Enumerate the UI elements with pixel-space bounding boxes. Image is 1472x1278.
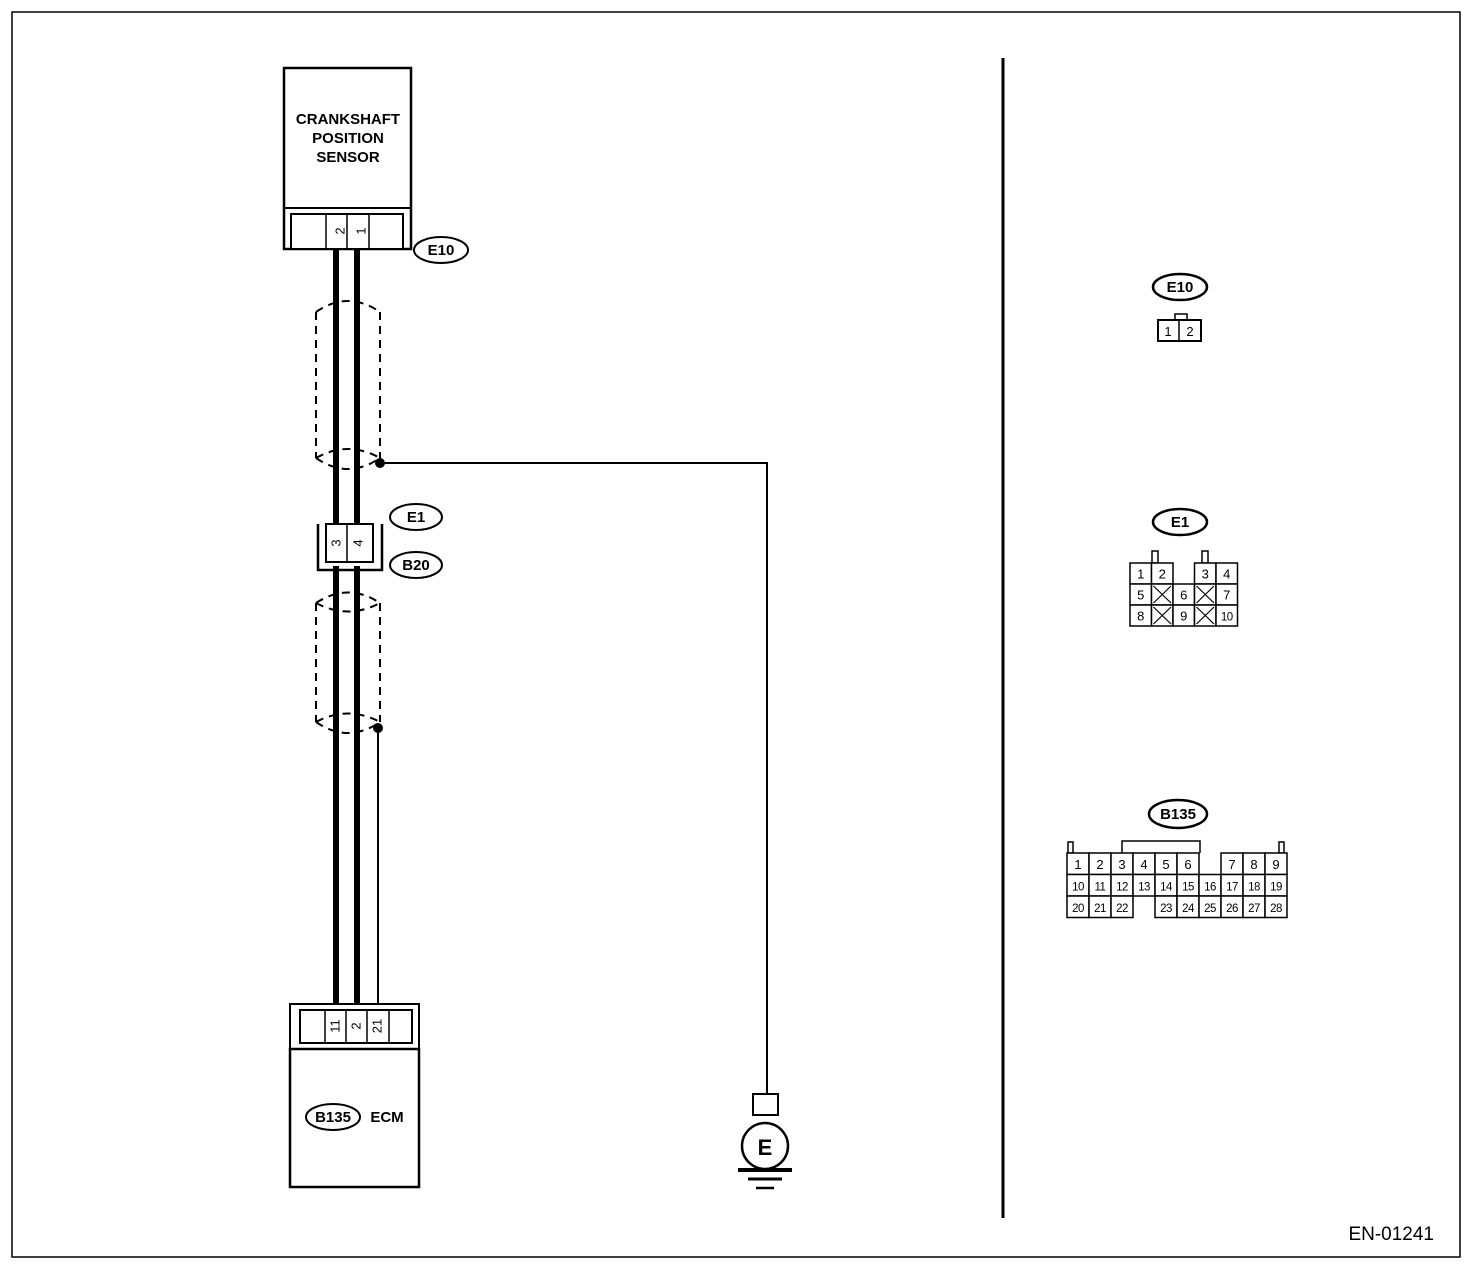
- connector-pin-label: 15: [1182, 881, 1194, 893]
- connector-pin-label: 20: [1072, 903, 1084, 915]
- connector-pin-label: 27: [1248, 903, 1260, 915]
- connector-cell: [1110, 895, 1134, 919]
- connector-pin-label: 4: [1140, 857, 1147, 872]
- connector-pin-label: 8: [1250, 857, 1257, 872]
- connector-pin-label: 24: [1182, 903, 1195, 915]
- connector-pin-label: 17: [1226, 881, 1238, 893]
- connector-pin-label: 11: [1095, 881, 1106, 893]
- connector-pin-label: 3: [1118, 857, 1125, 872]
- connector-pin-label: 10: [1072, 881, 1084, 893]
- connector-pin-label: 3: [1202, 567, 1209, 582]
- ecm-pin-2: 2: [348, 1022, 363, 1029]
- connector-cell: [1215, 604, 1239, 627]
- connector-pin-label: 19: [1270, 881, 1282, 893]
- svg-text:E1: E1: [407, 509, 425, 526]
- svg-text:B20: B20: [402, 557, 430, 574]
- ecm-pin-11: 11: [327, 1019, 342, 1033]
- connector-pin-label: 16: [1204, 881, 1216, 893]
- crankshaft-position-sensor: CRANKSHAFT POSITION SENSOR 2 1: [282, 66, 413, 251]
- shield-ground-splice-upper: [375, 458, 385, 468]
- connector-pin-label: 5: [1137, 588, 1144, 603]
- connector-pin-label: 2: [1096, 857, 1103, 872]
- connector-pin-label: 7: [1228, 857, 1235, 872]
- connector-pin-label: 13: [1138, 881, 1150, 893]
- connector-pin-label: 6: [1180, 588, 1187, 603]
- connector-pin-label: 22: [1116, 903, 1128, 915]
- svg-text:E1: E1: [1171, 514, 1189, 531]
- connector-pin-label: 1: [1137, 567, 1144, 582]
- harness-wires: [333, 249, 768, 1093]
- connector-pin-label: 5: [1162, 857, 1169, 872]
- svg-text:2: 2: [1186, 324, 1193, 339]
- connector-pin-label: 12: [1116, 881, 1128, 893]
- connector-pin-label: 2: [1159, 567, 1166, 582]
- connector-pin-label: 23: [1160, 903, 1172, 915]
- connector-pin-label: 28: [1270, 903, 1282, 915]
- diagram-frame: [11, 11, 1461, 1258]
- sensor-label-line-2: POSITION: [312, 130, 384, 147]
- ground-symbol: E: [738, 1093, 792, 1190]
- connector-pin-label: 9: [1272, 857, 1279, 872]
- connector-pin-label: 1: [1074, 857, 1081, 872]
- connector-pin-label: 6: [1184, 857, 1191, 872]
- sensor-pin-1: 1: [353, 227, 368, 234]
- svg-text:E10: E10: [428, 242, 455, 259]
- ecm-connector-label: B135: [315, 1109, 351, 1126]
- connector-pin-label: 10: [1221, 612, 1233, 624]
- sensor-label-line-1: CRANKSHAFT: [296, 111, 400, 128]
- connector-badge-b135: [305, 1103, 361, 1131]
- connector-pin-label: 4: [1223, 567, 1230, 582]
- connector-pin-label: 21: [1094, 903, 1106, 915]
- connector-pin-label: 7: [1223, 588, 1230, 603]
- junction-pin-4: 4: [350, 539, 365, 546]
- wire-shield-lower: [315, 591, 381, 734]
- svg-text:E10: E10: [1167, 279, 1194, 296]
- wire-shield-upper: [315, 300, 381, 470]
- connector-badge-b20: B20: [389, 551, 443, 579]
- sensor-label-line-3: SENSOR: [316, 149, 380, 166]
- connector-pin-label: 25: [1204, 903, 1216, 915]
- connector-pin-label: 18: [1248, 881, 1260, 893]
- junction-connector: 3 4: [316, 523, 384, 572]
- connector-view-e10: E10 1 2: [1151, 272, 1209, 342]
- figure-id: EN-01241: [1348, 1224, 1434, 1245]
- ecm-label: ECM: [370, 1109, 403, 1126]
- junction-pin-3: 3: [328, 539, 343, 546]
- ground-label: E: [758, 1135, 773, 1160]
- ecm-module: 11 2 21 B135 ECM: [288, 1003, 421, 1189]
- connector-pin-label: 9: [1180, 609, 1187, 624]
- svg-text:B135: B135: [1160, 806, 1196, 823]
- svg-text:1: 1: [1164, 324, 1171, 339]
- connector-cell: [1264, 895, 1288, 919]
- sensor-pin-2: 2: [332, 227, 347, 234]
- connector-pin-label: 26: [1226, 903, 1238, 915]
- ecm-pin-21: 21: [369, 1019, 384, 1033]
- connector-badge-e1: E1: [389, 503, 443, 531]
- connector-pin-label: 8: [1137, 609, 1144, 624]
- connector-pin-label: 14: [1160, 881, 1173, 893]
- shield-ground-splice-lower: [373, 723, 383, 733]
- connector-badge-e10: E10: [413, 236, 469, 264]
